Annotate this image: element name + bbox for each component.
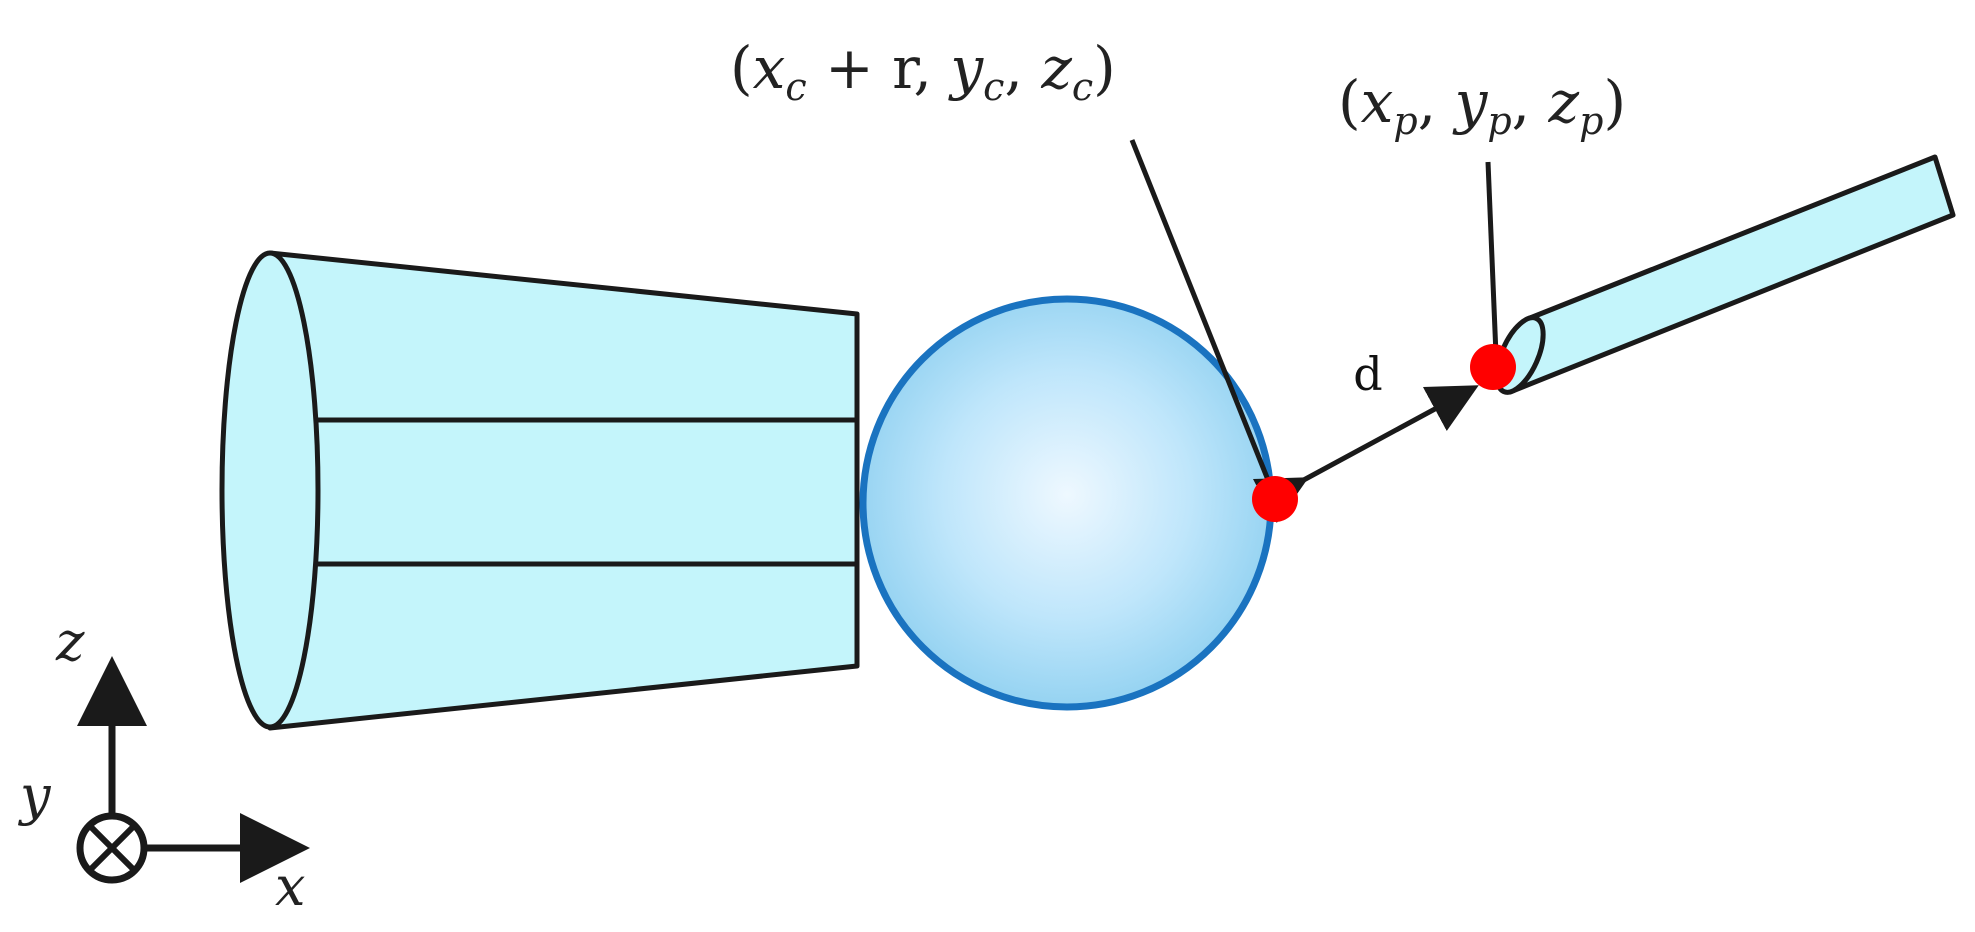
probe-point-label: (xp, yp, zp): [1338, 68, 1626, 143]
sphere-point-label: (xc + r, yc, zc): [730, 34, 1116, 109]
distance-arrow: [1252, 385, 1479, 524]
cone-base-ellipse: [219, 250, 321, 730]
sphere-contact-point: [1252, 476, 1298, 522]
sphere-point-leader: [1129, 139, 1275, 491]
probe-cylinder: [1494, 154, 1956, 395]
x-axis-label: x: [275, 855, 305, 918]
circled-times-icon: [76, 812, 148, 884]
probe-point-leader: [1485, 161, 1499, 356]
y-axis-label: y: [18, 764, 52, 827]
probe-tip-point: [1470, 344, 1516, 390]
z-axis-label: z: [55, 610, 85, 673]
coordinate-axes: z y x: [18, 610, 310, 918]
distance-label: d: [1353, 347, 1382, 401]
cone-body: [219, 250, 860, 731]
sphere: [859, 295, 1275, 711]
